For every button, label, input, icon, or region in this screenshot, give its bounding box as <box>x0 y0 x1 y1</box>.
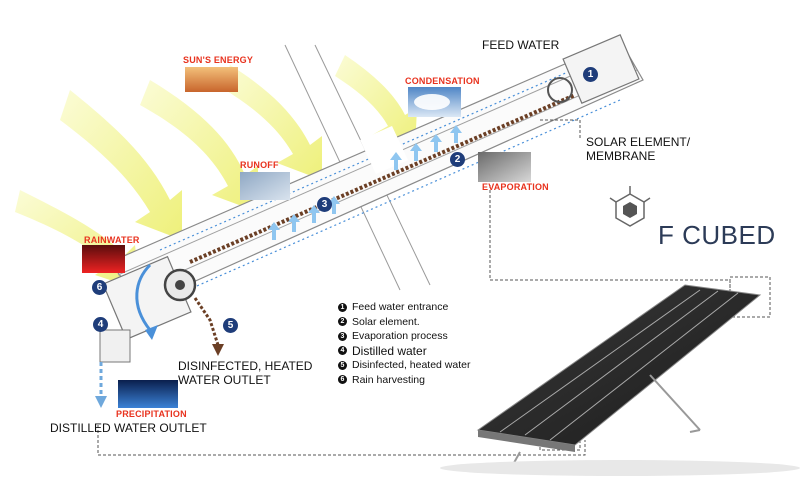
legend-text: Distilled water <box>352 343 427 358</box>
legend-text: Evaporation process <box>352 330 448 343</box>
legend-text: Feed water entrance <box>352 301 449 314</box>
legend-item: 6 Rain harvesting <box>338 373 470 388</box>
distilled-outlet-label: DISTILLED WATER OUTLET <box>50 421 207 435</box>
badge-3: 3 <box>317 197 332 212</box>
brand-name: F CUBED <box>658 220 776 250</box>
evaporation-photo <box>478 152 531 182</box>
sun-arrows <box>15 55 417 290</box>
precipitation-label: PRECIPITATION <box>116 409 187 419</box>
vapor-arrows <box>268 125 462 240</box>
evaporation-label: EVAPORATION <box>482 182 549 192</box>
membrane-label: MEMBRANE <box>586 149 656 163</box>
legend-item: 4 Distilled water <box>338 344 470 359</box>
legend-item: 2 Solar element. <box>338 315 470 330</box>
suns-energy-photo <box>185 67 238 92</box>
legend-item: 5 Disinfected, heated water <box>338 358 470 373</box>
distilled-arrowhead <box>95 396 107 408</box>
disinfected-label-line1: DISINFECTED, HEATED <box>178 359 313 373</box>
legend-item: 1 Feed water entrance <box>338 300 470 315</box>
legend-number: 6 <box>338 375 347 385</box>
distillation-tube <box>99 34 644 363</box>
precipitation-photo <box>118 380 178 408</box>
badge-2: 2 <box>450 152 465 167</box>
solar-panel <box>440 284 800 476</box>
runoff-label: RUNOFF <box>240 160 279 170</box>
fcubed-logo-icon <box>609 186 651 227</box>
legend-text: Rain harvesting <box>352 373 425 386</box>
condensation-label: CONDENSATION <box>405 76 480 86</box>
legend-item: 3 Evaporation process <box>338 329 470 344</box>
rainwater-label: RAINWATER <box>84 235 140 245</box>
suns-energy-label: SUN'S ENERGY <box>183 55 254 65</box>
badge-1: 1 <box>583 67 598 82</box>
feed-water-label: FEED WATER <box>482 38 560 52</box>
legend-text: Solar element. <box>352 315 420 328</box>
legend-text: Disinfected, heated water <box>352 359 471 372</box>
legend-number: 2 <box>338 317 347 327</box>
legend-number: 1 <box>338 302 347 312</box>
disinfected-label-line2: WATER OUTLET <box>178 373 271 387</box>
legend-number: 5 <box>338 360 347 370</box>
disinfected-arrowhead <box>212 344 224 356</box>
legend: 1 Feed water entrance 2 Solar element. 3 Ev… <box>338 300 470 387</box>
badge-5: 5 <box>223 318 238 333</box>
badge-6: 6 <box>92 280 107 295</box>
legend-number: 4 <box>338 346 347 356</box>
disinfected-outlet-arrow <box>193 297 220 346</box>
solar-element-label: SOLAR ELEMENT/ <box>586 135 691 149</box>
rainwater-photo <box>82 245 125 273</box>
badge-4: 4 <box>93 317 108 332</box>
legend-number: 3 <box>338 331 347 341</box>
brand: F CUBED <box>650 220 776 251</box>
runoff-photo <box>240 172 290 200</box>
